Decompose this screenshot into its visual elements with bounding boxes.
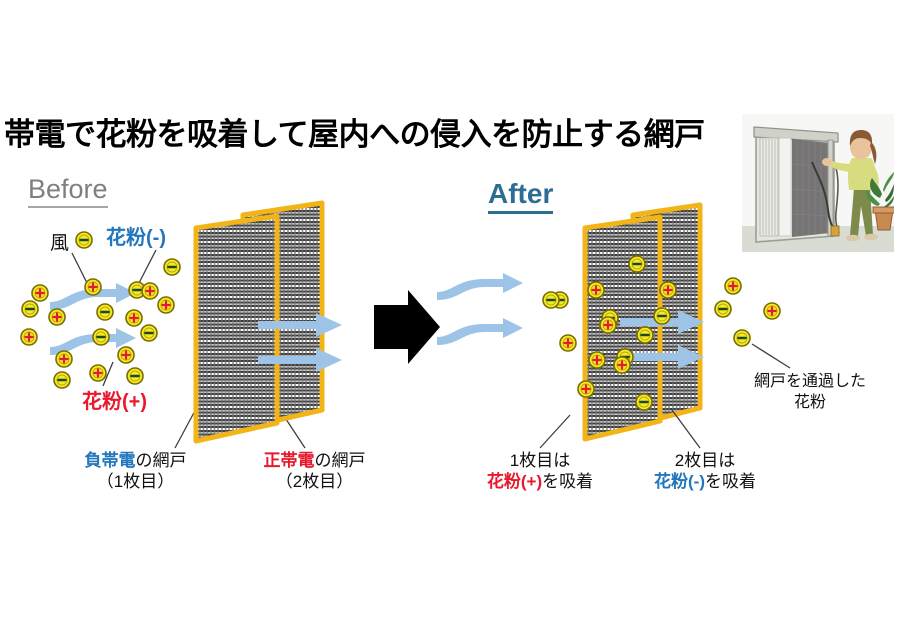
pollen-positive-label: 花粉(+) (82, 391, 147, 413)
before-screen-2 (240, 200, 325, 431)
pollen-particle-mesh-positive-10 (576, 379, 596, 399)
pollen-particle-negative-8 (91, 327, 111, 347)
before-screen2-label: 正帯電の網戸 （2枚目） (232, 450, 397, 493)
after-screen1-line1: 1枚目は (509, 451, 571, 470)
page-title: 帯電で花粉を吸着して屋内への侵入を防止する網戸 (4, 117, 705, 152)
pollen-particle-positive-11 (140, 281, 160, 301)
pollen-particle-mesh-negative-12 (541, 290, 561, 310)
before-leader-lines (71, 249, 306, 449)
pollen-particle-mesh-positive-8 (612, 355, 632, 375)
before-screen2-rest: の網戸 (314, 451, 366, 470)
pollen-particle-mesh-positive-5 (558, 333, 578, 353)
after-screen2-line1: 2枚目は (674, 451, 736, 470)
pollen-particle-passed-positive-0 (723, 276, 743, 296)
pollen-particle-negative-18 (162, 257, 182, 277)
pollen-particle-positive-6 (54, 349, 74, 369)
pollen-particle-mesh-positive-13 (658, 280, 678, 300)
before-screen-1 (193, 213, 280, 444)
after-screen2-label: 2枚目は 花粉(-)を吸着 (630, 450, 780, 493)
transition-arrow (374, 290, 440, 364)
pollen-particle-mesh-negative-14 (652, 306, 672, 326)
after-screen1-charge: 花粉(+) (486, 472, 543, 492)
passed-pollen-line1: 網戸を通過した (753, 373, 866, 390)
pollen-particle-mesh-negative-1 (550, 290, 570, 310)
pollen-particle-negative-14 (52, 370, 72, 390)
passed-pollen-line2: 花粉 (793, 393, 826, 411)
pollen-particle-negative-3 (74, 230, 94, 250)
before-through-arrows (258, 313, 342, 372)
pollen-particle-positive-9 (124, 308, 144, 328)
after-pollen-on-mesh (541, 254, 678, 412)
wind-label: 風 (50, 233, 70, 254)
passed-pollen-label: 網戸を通過した 花粉 (730, 372, 890, 414)
after-wind-arrows (437, 273, 523, 345)
before-screen1-rest: の網戸 (135, 451, 187, 470)
after-pollen-passed (713, 276, 782, 348)
pollen-particle-mesh-positive-9 (587, 350, 607, 370)
pollen-particle-negative-5 (95, 302, 115, 322)
after-screen1-rest: を吸着 (542, 472, 594, 492)
after-screen2-rest: を吸着 (704, 472, 756, 492)
before-screen2-charge: 正帯電 (263, 451, 315, 470)
pollen-particle-positive-7 (19, 327, 39, 347)
pollen-particle-negative-16 (125, 366, 145, 386)
before-screen2-order: （2枚目） (275, 472, 354, 492)
after-through-arrows (620, 310, 704, 369)
pollen-particle-negative-10 (127, 280, 147, 300)
pollen-particle-mesh-positive-0 (586, 280, 606, 300)
pollen-particle-passed-negative-1 (713, 299, 733, 319)
pollen-particle-mesh-negative-6 (635, 325, 655, 345)
pollen-particle-positive-17 (156, 295, 176, 315)
before-section-label: Before (28, 174, 108, 209)
after-screen-1 (582, 214, 663, 442)
before-screen1-order: （1枚目） (96, 472, 175, 492)
after-screen1-label: 1枚目は 花粉(+)を吸着 (470, 450, 610, 493)
pollen-particle-passed-positive-2 (762, 301, 782, 321)
after-section-label: After (488, 178, 554, 215)
pollen-particle-mesh-negative-2 (600, 308, 620, 328)
pollen-particle-negative-2 (20, 299, 40, 319)
pollen-particle-passed-negative-3 (732, 328, 752, 348)
after-screen2-charge: 花粉(-) (654, 472, 705, 492)
pollen-negative-label: 花粉(-) (106, 227, 166, 249)
before-screen1-label: 負帯電の網戸 （1枚目） (58, 450, 213, 493)
pollen-particle-mesh-negative-7 (615, 347, 635, 367)
pollen-particle-mesh-negative-11 (634, 392, 654, 412)
screen-door-photo (742, 114, 894, 252)
pollen-particle-positive-4 (47, 307, 67, 327)
before-screen1-charge: 負帯電 (84, 451, 136, 470)
before-pollen-particles (19, 230, 182, 390)
pollen-particle-positive-13 (116, 345, 136, 365)
pollen-particle-mesh-negative-4 (627, 254, 647, 274)
after-screen-2 (630, 202, 703, 428)
before-wind-arrows (50, 283, 136, 355)
pollen-particle-negative-12 (139, 323, 159, 343)
pollen-particle-positive-1 (83, 277, 103, 297)
pollen-particle-positive-15 (88, 363, 108, 383)
pollen-particle-mesh-positive-3 (598, 315, 618, 335)
pollen-particle-positive-0 (30, 283, 50, 303)
